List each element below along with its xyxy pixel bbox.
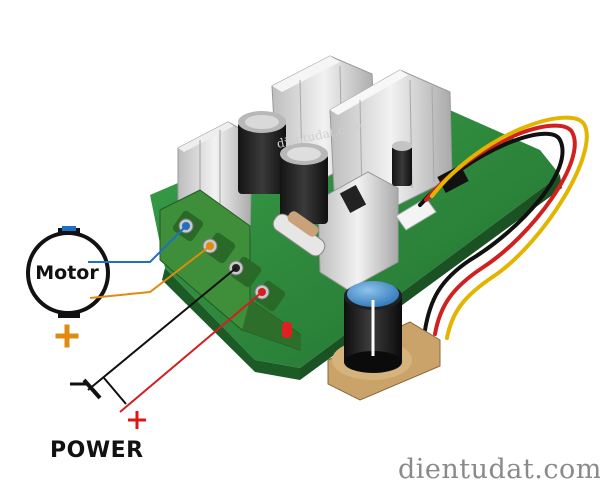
resistor: [287, 211, 319, 237]
red-led: [282, 322, 292, 338]
capacitor-large-left: [238, 111, 286, 194]
capacitor-large-right: [280, 143, 328, 224]
capacitor-small: [392, 141, 412, 186]
wire-connector: [395, 197, 437, 231]
site-watermark: dientudat.com: [398, 454, 600, 485]
knob-cap: [347, 281, 399, 307]
power-plus-mark: [128, 411, 146, 429]
power-wires: [87, 267, 263, 413]
motor-wires: [88, 225, 211, 299]
motor-minus-mark: [62, 226, 76, 231]
potentiometer-wires: [418, 115, 589, 340]
ic-chip: [437, 164, 469, 194]
motor-label: Motor: [35, 262, 99, 284]
potentiometer: [327, 281, 441, 401]
power-label: POWER: [50, 438, 144, 463]
battery-symbol: [70, 377, 146, 429]
motor-plus-mark: [55, 324, 79, 348]
heatsink-front: [317, 171, 399, 291]
motor-symbol: [26, 226, 110, 348]
